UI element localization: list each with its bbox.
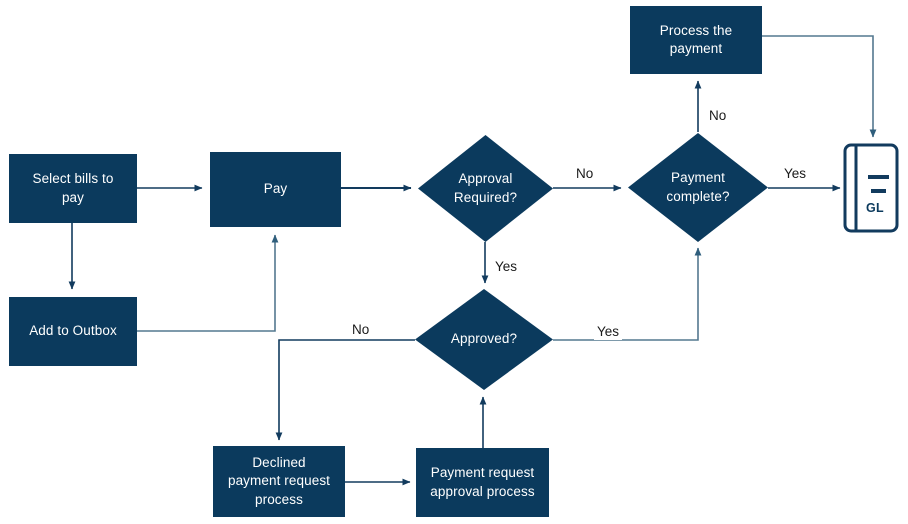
edge-label-approved-no: No: [349, 322, 373, 338]
node-add-to-outbox[interactable]: Add to Outbox: [9, 297, 137, 366]
edge-label-approval-required-yes: Yes: [492, 259, 521, 275]
node-payment-complete[interactable]: Payment complete?: [628, 133, 768, 242]
node-select-bills-to-pay[interactable]: Select bills to pay: [9, 154, 137, 223]
edge-process-payment-to-gl: [762, 35, 877, 138]
edge-approved-yes: [553, 247, 702, 341]
edge-label-approval-required-no: No: [573, 166, 597, 182]
node-label: Approved?: [450, 331, 518, 347]
node-pay[interactable]: Pay: [210, 152, 341, 227]
node-process-the-payment[interactable]: Process the payment: [630, 6, 762, 74]
ledger-book-icon: [843, 143, 899, 233]
node-label: Pay: [263, 181, 288, 197]
node-approved[interactable]: Approved?: [415, 289, 553, 390]
edge-approved-no: [275, 339, 415, 441]
node-label: Approval Required?: [453, 171, 518, 205]
edge-add-outbox-to-pay: [137, 234, 279, 332]
edge-label-approved-yes: Yes: [594, 324, 623, 340]
node-label: Select bills to pay: [32, 171, 114, 205]
node-declined-payment-request-process[interactable]: Declined payment request process: [213, 446, 345, 517]
edge-label-payment-complete-no: No: [706, 108, 730, 124]
edge-label-payment-complete-yes: Yes: [781, 166, 810, 182]
node-label: Payment request approval process: [430, 465, 535, 499]
node-label: Declined payment request process: [227, 455, 331, 507]
node-general-ledger[interactable]: GL: [843, 143, 899, 233]
general-ledger-label: GL: [866, 201, 884, 215]
node-label: Process the payment: [659, 22, 733, 56]
node-label: Payment complete?: [666, 170, 730, 204]
node-payment-request-approval-process[interactable]: Payment request approval process: [416, 448, 549, 517]
node-label: Add to Outbox: [29, 323, 117, 339]
node-approval-required[interactable]: Approval Required?: [418, 135, 553, 242]
